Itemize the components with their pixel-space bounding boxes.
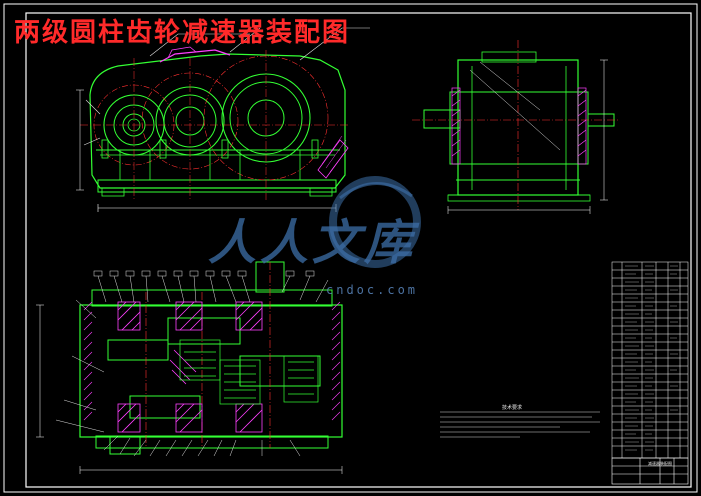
title-block-label: 减速器装配图 xyxy=(648,461,672,466)
parts-list xyxy=(611,261,689,459)
tech-requirements-title: 技术要求 xyxy=(502,405,523,411)
drawing-title: 两级圆柱齿轮减速器装配图 xyxy=(14,18,351,48)
watermark-url: cndoc.com xyxy=(326,283,419,297)
watermark-logo xyxy=(329,176,421,268)
title-block xyxy=(611,457,689,485)
side-view xyxy=(412,40,620,214)
watermark-text: 人人文库 xyxy=(208,215,417,271)
drawing-border xyxy=(25,12,692,488)
front-view xyxy=(76,27,370,212)
tech-requirements-lines xyxy=(440,411,600,438)
section-view xyxy=(36,261,343,474)
outer-frame xyxy=(3,3,698,493)
